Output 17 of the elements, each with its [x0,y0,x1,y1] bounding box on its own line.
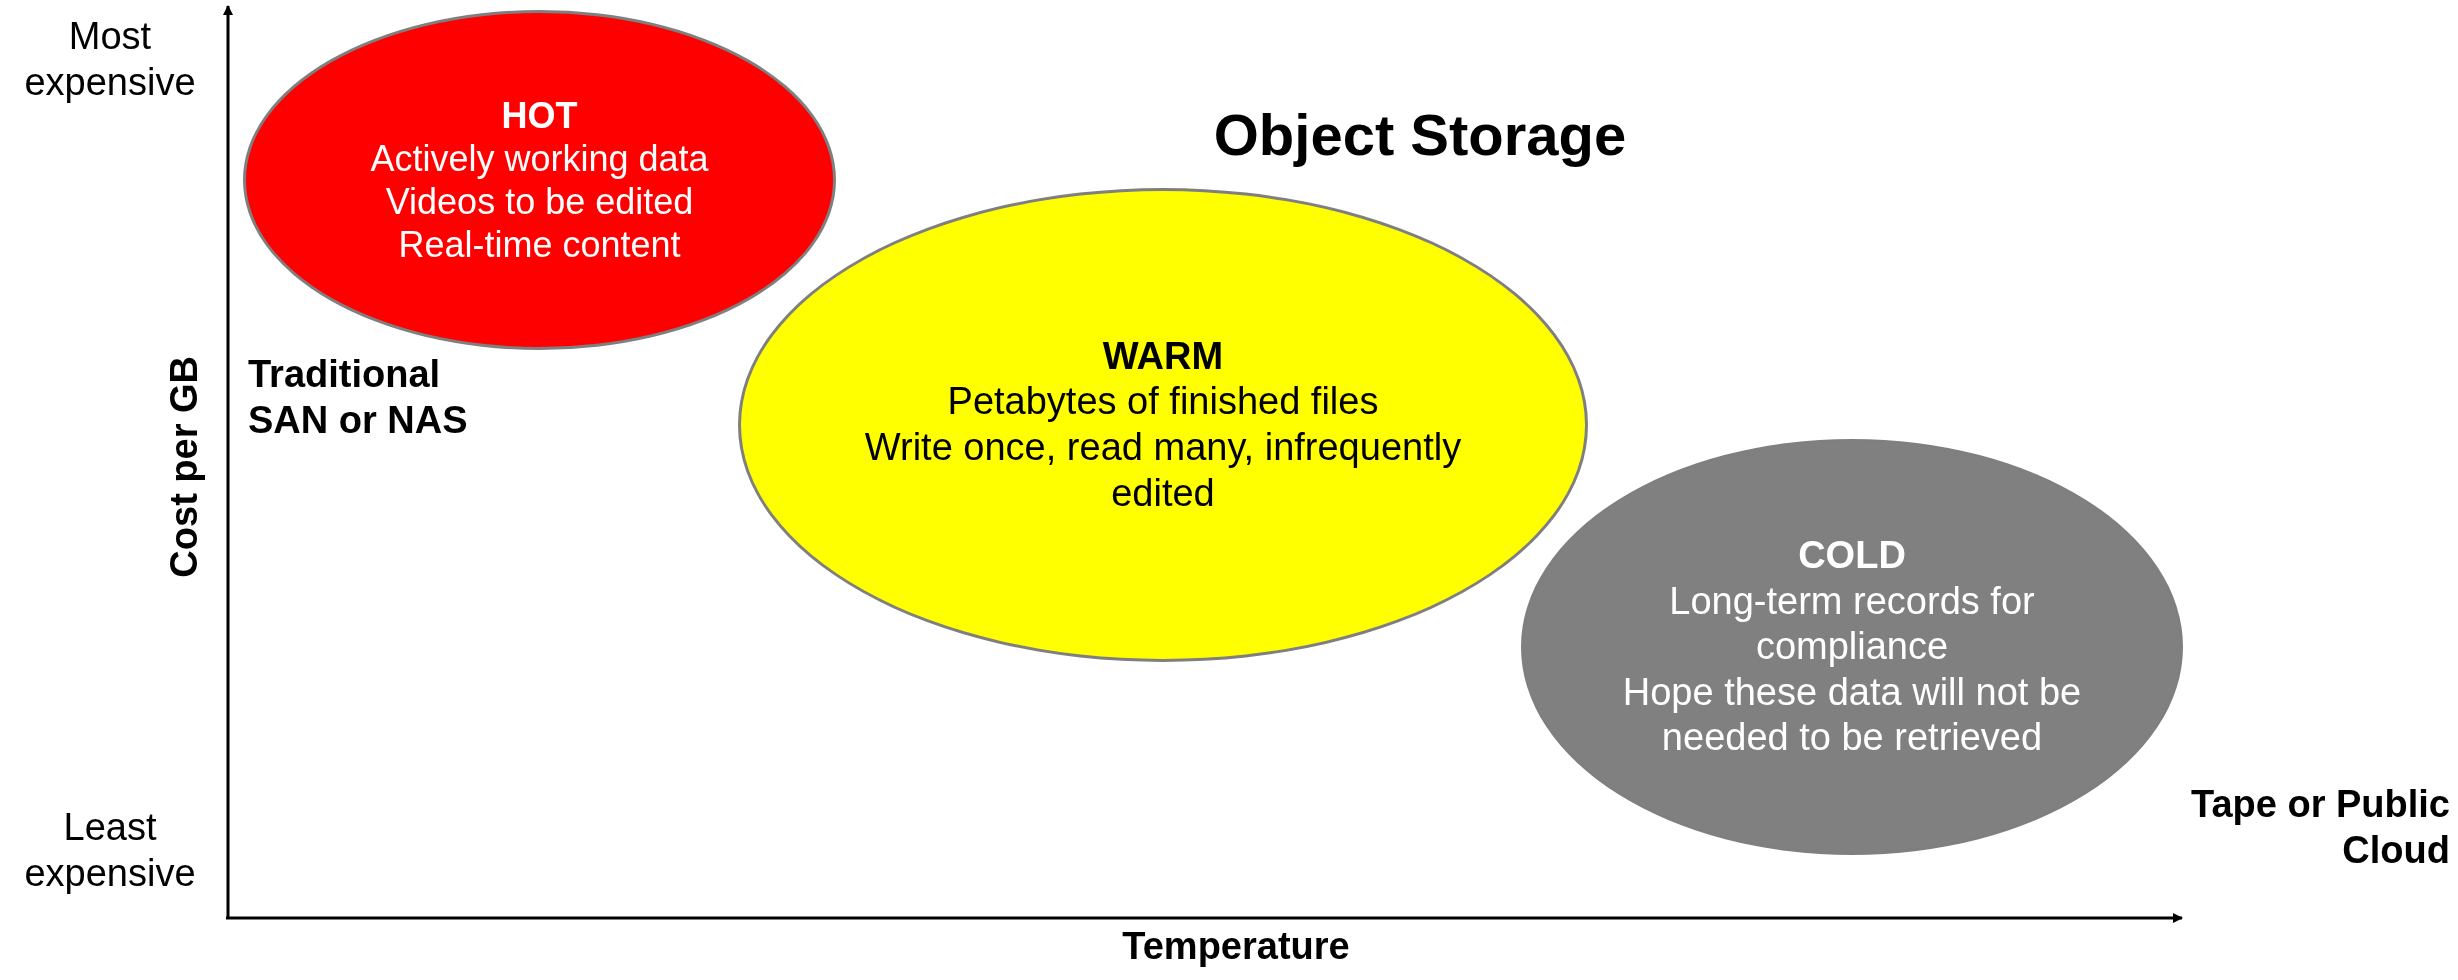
ellipse-heading: WARM [1102,333,1224,379]
axis-title: Temperature [1121,924,1351,969]
axis-title: Cost per GB [162,354,207,580]
axis-end-label: Least expensive [23,805,197,896]
ellipse-text: Long-term records for compliance [1668,578,2036,670]
ellipse-heading: COLD [1798,533,1906,578]
ellipse-text: Videos to be edited [385,180,694,224]
ellipse-heading: HOT [501,93,578,137]
ellipse-text: Hope these data will not be needed to be retrieved [1621,669,2083,761]
axis-end-label: Most expensive [23,14,197,105]
ellipse-text: Petabytes of finished files [947,379,1379,425]
ellipse-text: Actively working data [370,136,709,180]
diagram-heading: Object Storage [1212,101,1628,169]
ellipse-text: Real-time content [398,223,681,267]
ellipse-text: Write once, read many, infrequently edited [863,425,1463,516]
tier-label: Tape or Public Cloud [2190,782,2450,873]
tier-label: Traditional SAN or NAS [248,352,469,443]
